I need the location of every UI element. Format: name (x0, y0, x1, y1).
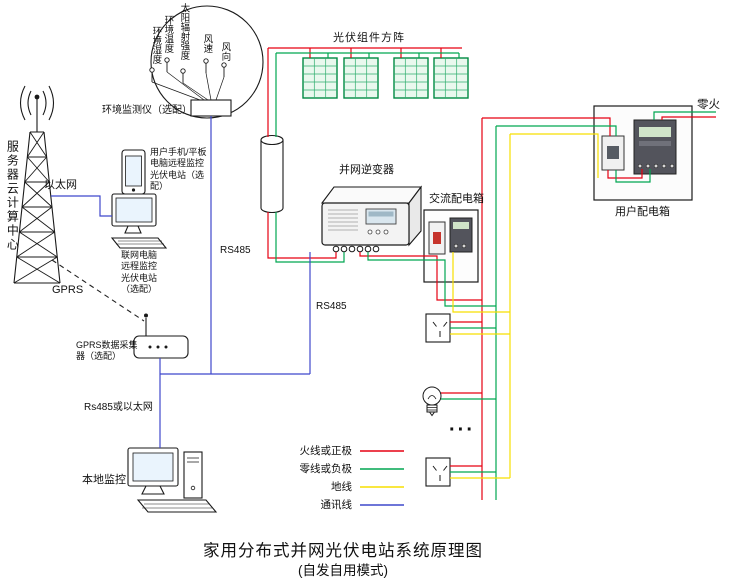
server-cloud-center-label: 服务器云计算中心 (5, 140, 20, 252)
legend-label-ground: 地线 (331, 481, 352, 493)
legend-label-live: 火线或正极 (299, 445, 353, 457)
live-wires (267, 47, 716, 500)
radio-tower-icon (13, 85, 61, 284)
legend-row: 火线或正极 (280, 443, 405, 458)
smartphone-icon (121, 149, 146, 195)
user-distribution-box (593, 105, 693, 201)
env-monitor-unit (190, 99, 232, 117)
grid-in-label: 零火 (697, 99, 720, 111)
remote-pc-icon (110, 193, 168, 249)
legend-row: 通讯线 (280, 497, 405, 512)
ac-box-label: 交流配电箱 (429, 193, 484, 205)
ground-wires (450, 133, 599, 479)
phone-note: 用户手机/平板电脑远程监控光伏电站（选配） (150, 147, 207, 191)
sensor-label-temperature: 环境温度 (162, 15, 174, 53)
legend-line-live (360, 449, 404, 452)
diagram-title: 家用分布式并网光伏电站系统原理图 (203, 542, 483, 560)
gprs-collector-icon (133, 313, 189, 359)
local-monitor-label: 本地监控 (82, 474, 126, 486)
sensor-label-wind-speed: 风速 (201, 34, 213, 53)
sensor-label-wind-direction: 风向 (219, 42, 231, 61)
legend-line-comm (360, 503, 404, 506)
legend-row: 零线或负极 (280, 461, 405, 476)
sensor-label-humidity: 环境湿度 (150, 26, 162, 64)
legend-line-ground (360, 485, 404, 488)
diagram-subtitle: (自发自用模式) (298, 563, 388, 578)
pc-note: 联网电脑远程监控光伏电站（选配） (121, 250, 158, 294)
comm-wires (51, 116, 311, 448)
gprs-wireless-link (51, 259, 145, 322)
inverter-icon (320, 185, 423, 253)
legend-label-comm: 通讯线 (320, 499, 353, 511)
local-monitor-pc-icon (127, 447, 218, 513)
neutral-wires (275, 52, 716, 500)
inverter-label: 并网逆变器 (339, 164, 394, 176)
more-loads-ellipsis: ··· (449, 419, 475, 441)
pv-array (302, 57, 469, 99)
ac-distribution-box (423, 209, 479, 283)
dc-arrester-icon (260, 134, 284, 214)
sensor-glyphs (151, 62, 225, 101)
env-monitor-label: 环境监测仪（选配） (102, 105, 192, 116)
rs485-label-inverter: RS485 (316, 301, 347, 312)
sensor-label-irradiance: 太阳辐射强度 (178, 3, 190, 60)
pv-array-label: 光伏组件方阵 (333, 32, 405, 44)
socket-icon (425, 457, 451, 487)
socket-icon (425, 313, 451, 343)
rs485-or-ethernet-label: Rs485或以太网 (84, 402, 153, 413)
gprs-label: GPRS (52, 284, 84, 296)
environment-monitor (149, 5, 264, 119)
legend-label-neutral: 零线或负极 (299, 463, 353, 475)
legend-row: 地线 (280, 479, 405, 494)
legend: 火线或正极 零线或负极 地线 通讯线 (280, 443, 405, 515)
user-box-label: 用户配电箱 (615, 206, 670, 218)
gprs-collector-note: GPRS数据采集器（选配） (76, 340, 138, 362)
rs485-label-env: RS485 (220, 245, 251, 256)
legend-line-neutral (360, 467, 404, 470)
light-bulb-icon (422, 386, 442, 417)
ethernet-label: 以太网 (44, 179, 77, 191)
